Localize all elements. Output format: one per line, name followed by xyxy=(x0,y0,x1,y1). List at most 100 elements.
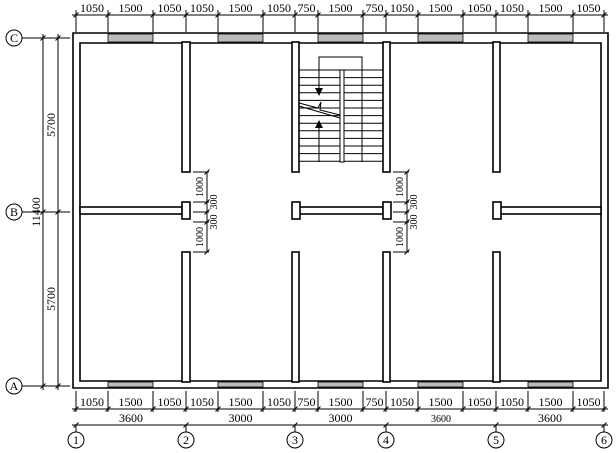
column-cap xyxy=(291,201,301,220)
corridor-dim: 1000 xyxy=(395,177,406,197)
dim-tick xyxy=(404,169,410,175)
axis-bubble xyxy=(5,29,23,47)
corridor-beam xyxy=(298,206,384,215)
dim-label-bottom: 1050 xyxy=(390,395,414,409)
partition-wall xyxy=(382,41,391,173)
axis-bubble xyxy=(377,431,395,449)
axis-label: 1 xyxy=(73,433,79,447)
dim-tick xyxy=(150,406,156,412)
dim-tick xyxy=(404,249,410,255)
dim-label-bottom: 1500 xyxy=(229,395,253,409)
dim-label-top: 1500 xyxy=(539,1,563,15)
axis-bubble xyxy=(67,431,85,449)
dim-tick xyxy=(105,12,111,18)
dim-tick xyxy=(183,12,189,18)
outer-wall xyxy=(72,32,609,389)
column-cap xyxy=(181,201,191,220)
dim-label-bottom: 1500 xyxy=(539,395,563,409)
dim-label-top: 1500 xyxy=(329,1,353,15)
partition-wall xyxy=(181,251,191,383)
corridor-dim: 300 xyxy=(409,195,420,210)
window xyxy=(527,381,574,388)
dim-tick xyxy=(204,249,210,255)
dim-label-top: 750 xyxy=(366,1,384,15)
dim-label-bottom: 1500 xyxy=(119,395,143,409)
dim-label-top: 1050 xyxy=(267,1,291,15)
dim-tick xyxy=(601,406,607,412)
stair-handrail xyxy=(339,69,345,163)
dim-tick xyxy=(292,12,298,18)
window xyxy=(217,381,264,388)
arrow-down-icon xyxy=(315,88,323,96)
dim-label-bottom: 1050 xyxy=(80,395,104,409)
dim-tick xyxy=(204,199,210,205)
dim-label-top: 1500 xyxy=(429,1,453,15)
partition-wall xyxy=(492,251,501,383)
dim-label-total: 3600 xyxy=(538,411,562,425)
dim-label-top: 1050 xyxy=(190,1,214,15)
dim-tick xyxy=(183,406,189,412)
dim-label-bottom: 1050 xyxy=(577,395,601,409)
axis-bubble xyxy=(286,431,304,449)
dim-tick xyxy=(105,406,111,412)
axis-label: A xyxy=(10,379,19,393)
column-cap xyxy=(382,201,392,220)
stair-path-down xyxy=(318,56,363,162)
axis-label: 4 xyxy=(383,433,389,447)
dim-tick xyxy=(383,12,389,18)
axis-bubble xyxy=(5,377,23,395)
dim-tick xyxy=(404,209,410,215)
partition-wall xyxy=(499,206,602,215)
axis-bubble xyxy=(177,431,195,449)
corridor-dim: 300 xyxy=(409,215,420,230)
dim-tick xyxy=(525,12,531,18)
partition-wall xyxy=(181,41,191,173)
dim-label-total: 3000 xyxy=(329,411,353,425)
window xyxy=(217,33,264,43)
dim-tick xyxy=(315,406,321,412)
dim-label-bottom: 750 xyxy=(366,395,384,409)
dim-label-bottom: 1050 xyxy=(267,395,291,409)
partition-wall xyxy=(291,251,300,383)
dim-tick xyxy=(493,406,499,412)
dim-tick xyxy=(73,12,79,18)
partition-wall xyxy=(291,41,300,173)
axis-bubble xyxy=(487,431,505,449)
partition-wall xyxy=(492,41,501,173)
dim-tick xyxy=(204,209,210,215)
dim-label-top: 1500 xyxy=(119,1,143,15)
dim-tick xyxy=(415,12,421,18)
window xyxy=(417,381,464,388)
dim-label-top: 1050 xyxy=(158,1,182,15)
corridor-dim: 1000 xyxy=(195,227,206,247)
corridor-dim: 1000 xyxy=(395,227,406,247)
dim-tick xyxy=(292,406,298,412)
dim-label-upper: 5700 xyxy=(44,113,58,137)
dim-label-bottom: 1050 xyxy=(158,395,182,409)
column-cap xyxy=(492,201,502,220)
dim-tick xyxy=(360,12,366,18)
window xyxy=(107,381,154,388)
dim-tick xyxy=(601,12,607,18)
window xyxy=(527,33,574,43)
axis-label: B xyxy=(10,205,18,219)
break-line xyxy=(298,105,341,119)
dim-label-bottom: 1500 xyxy=(329,395,353,409)
dim-tick xyxy=(525,406,531,412)
corridor-dim: 1000 xyxy=(195,177,206,197)
window xyxy=(317,33,364,43)
dim-tick xyxy=(315,12,321,18)
dim-tick xyxy=(260,12,266,18)
partition-wall xyxy=(79,206,183,215)
axis-label: 3 xyxy=(292,433,298,447)
dim-label-top: 1050 xyxy=(468,1,492,15)
dim-tick xyxy=(204,219,210,225)
axis-label: C xyxy=(10,31,18,45)
dim-tick xyxy=(215,12,221,18)
dim-label-top: 1050 xyxy=(80,1,104,15)
dim-label-bottom: 1050 xyxy=(468,395,492,409)
dim-label-bottom: 1050 xyxy=(190,395,214,409)
dimensions: 1050 1500 1050 1050 1500 1050 750 1500 750 1050 15… xyxy=(29,1,608,428)
